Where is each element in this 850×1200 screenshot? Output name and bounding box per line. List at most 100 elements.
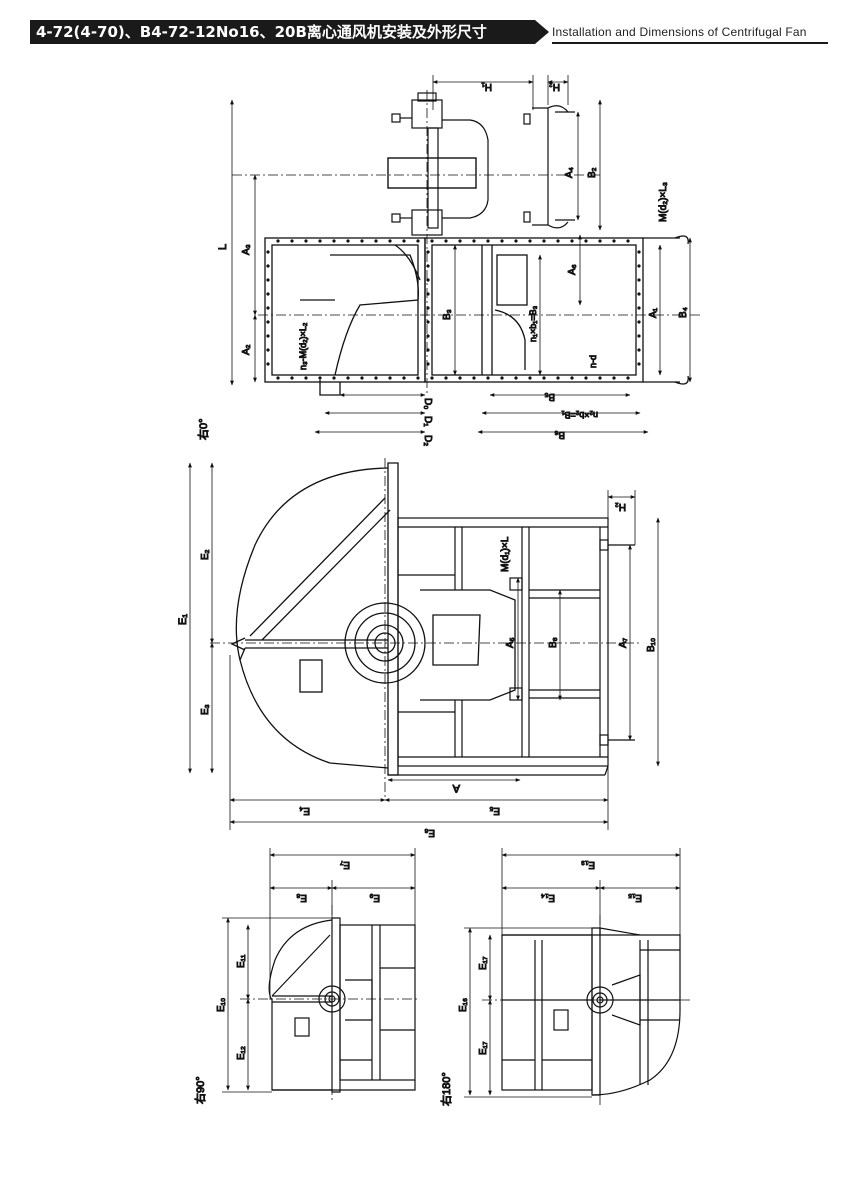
bolt-hole [388, 376, 392, 380]
dim-L: L [217, 244, 229, 250]
bolt-hole [426, 334, 430, 338]
bolt-hole [637, 334, 641, 338]
dim-E15: E₁₅ [628, 892, 642, 903]
dim-A2: A₂ [241, 344, 252, 355]
bolt-hole [290, 239, 294, 243]
bolt-hole [266, 348, 270, 352]
dim-B2: B₂ [587, 167, 598, 178]
bolt-hole [318, 239, 322, 243]
bolt-hole [318, 376, 322, 380]
dim-B5: B₅ [544, 391, 555, 402]
volute-90 [268, 917, 416, 1093]
bolt-hole [472, 239, 476, 243]
dim-B3: B₃ [442, 309, 453, 320]
dim-E2: E₂ [200, 549, 211, 560]
dim-E6: E₆ [424, 827, 435, 838]
bolt-hole [388, 239, 392, 243]
bolt-hole [416, 239, 420, 243]
bolt-hole [430, 239, 434, 243]
center-lines-90 [240, 905, 420, 1100]
bolt-hole [612, 239, 616, 243]
dim-E5: E₅ [489, 805, 500, 816]
dim-E16: E₁₆ [458, 998, 469, 1012]
bolt-hole [304, 239, 308, 243]
bolt-hole [332, 239, 336, 243]
dim-E7: E₇ [339, 859, 350, 870]
dim-ML-main: M(d₁)×L [500, 536, 511, 572]
bolt-hole [346, 376, 350, 380]
volute-housing [230, 462, 399, 776]
center-lines-180 [482, 915, 690, 1105]
view-right-0: H₁ H₂ L A₃ A₂ A₄ B₂ M(d₂)×L₃ n₃-M(d₂)×L₂… [196, 75, 700, 447]
dim-E10: E₁₀ [216, 998, 227, 1012]
bolt-hole [266, 264, 270, 268]
bolt-hole [374, 376, 378, 380]
bolt-hole [290, 376, 294, 380]
center-lines-top [232, 90, 700, 395]
dim-n1b1: n₁×b₁=B₃ [528, 305, 538, 342]
bolt-hole [276, 376, 280, 380]
dim-A4: A₄ [564, 167, 575, 178]
bolt-hole [360, 376, 364, 380]
bolt-hole [637, 264, 641, 268]
dim-E1: E₁ [177, 614, 189, 625]
view-label-right180: 右180° [439, 1072, 453, 1106]
bolt-hole [332, 376, 336, 380]
dim-E4: E₄ [299, 805, 310, 816]
title-arrow [535, 20, 549, 44]
dim-A: A [452, 782, 460, 794]
dim-E14: E₁₄ [541, 892, 555, 903]
bolt-holes-top [266, 239, 641, 380]
bolt-hole [542, 376, 546, 380]
dim-ML3: M(d₂)×L₃ [658, 182, 669, 222]
bolt-hole [542, 239, 546, 243]
dim-H2-top: H₂ [549, 81, 560, 92]
bolt-hole [266, 292, 270, 296]
bolt-hole [430, 376, 434, 380]
dims-180 [464, 848, 681, 1098]
bolt-hole [458, 376, 462, 380]
dim-E8: E₈ [296, 892, 307, 903]
bolt-hole [458, 239, 462, 243]
view-label-right0: 右0° [196, 418, 210, 440]
dim-E18: E₁₇ [478, 1041, 489, 1055]
motor-assembly [387, 92, 489, 236]
view-right-180: E₁₃ E₁₄ E₁₅ E₁₆ E₁₇ E₁₇ 右180° [439, 848, 690, 1107]
bolt-hole [266, 362, 270, 366]
bolt-hole [637, 320, 641, 324]
support-bracket [523, 105, 575, 229]
dim-H2-main: H₂ [615, 501, 626, 512]
bolt-hole [444, 239, 448, 243]
dim-B6: B₆ [554, 429, 565, 440]
bolt-hole [637, 348, 641, 352]
bolt-hole [570, 239, 574, 243]
bolt-hole [570, 376, 574, 380]
dim-A5: A₅ [505, 637, 516, 648]
bolt-hole [266, 334, 270, 338]
outlet-casing [424, 235, 689, 385]
dims-90 [222, 848, 416, 1093]
bolt-hole [266, 250, 270, 254]
dim-nd: n-d [588, 355, 598, 368]
bolt-hole [500, 239, 504, 243]
bolt-hole [402, 376, 406, 380]
frame-structure [388, 517, 635, 776]
bolt-hole [514, 376, 518, 380]
dim-B4: B₄ [678, 307, 689, 318]
bolt-hole [556, 376, 560, 380]
volute-180 [501, 927, 681, 1096]
dim-D2: D₂ [422, 435, 433, 446]
view-label-right90: 右90° [193, 1076, 207, 1104]
bolt-hole [528, 239, 532, 243]
view-main: H₂ M(d₁)×L E₁ E₂ E₃ A₅ B₈ A₇ B₁₀ A E₄ E₅… [177, 458, 660, 839]
bolt-hole [637, 362, 641, 366]
bearing-hub [344, 589, 516, 701]
dim-B10: B₁₀ [646, 638, 657, 652]
header-rule [552, 42, 828, 44]
bolt-hole [426, 320, 430, 324]
bolt-hole [266, 278, 270, 282]
bolt-hole [276, 239, 280, 243]
dim-E17: E₁₇ [478, 956, 489, 970]
bolt-hole [266, 320, 270, 324]
